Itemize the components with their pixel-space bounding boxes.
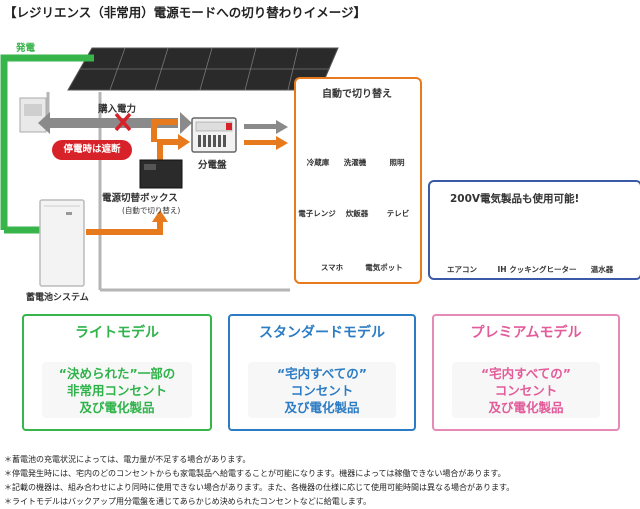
model-line: コンセント [494, 382, 558, 398]
battery-system-label: 蓄電池システム [26, 293, 89, 303]
standard-model-card: スタンダードモデル “宅内すべての” コンセント 及び電化製品 [228, 314, 416, 431]
switch-box-label: 電源切替ボックス [102, 193, 178, 204]
model-line: 及び電化製品 [488, 399, 564, 415]
purchased-power-arrow [38, 112, 192, 134]
model-description: “宅内すべての” コンセント 及び電化製品 [248, 362, 396, 418]
v200-heading: 200V電気製品も使用可能! [450, 193, 580, 205]
appliance-label: スマホ [320, 263, 344, 272]
model-line: 非常用コンセント [66, 382, 167, 398]
model-title: スタンダードモデル [259, 325, 385, 341]
light-model-card: ライトモデル “決められた”一部の 非常用コンセント 及び電化製品 [22, 314, 212, 431]
footnote: ＊記載の機器は、組み合わせにより同時に使用できない場合があります。また、各機器の… [4, 483, 515, 492]
model-line: “宅内すべての” [480, 365, 572, 381]
v200-panel [428, 180, 640, 280]
footnote: ＊ライトモデルはバックアップ用分電盤を通じてあらかじめ決められたコンセントなどに… [4, 497, 371, 506]
appliance-label: IH クッキングヒーター [497, 265, 577, 274]
switch-box-sublabel: (自動で切り替え) [122, 206, 181, 215]
auto-switch-panel [294, 77, 422, 284]
battery-feed-line [86, 220, 163, 235]
footnote: ＊蓄電池の充電状況によっては、電力量が不足する場合があります。 [4, 455, 251, 464]
model-description: “決められた”一部の 非常用コンセント 及び電化製品 [42, 362, 192, 418]
appliance-label: 洗濯機 [343, 158, 367, 167]
appliance-label: エアコン [447, 265, 477, 274]
model-line: 及び電化製品 [79, 399, 155, 415]
model-line: 及び電化製品 [284, 399, 360, 415]
page-title: 【レジリエンス（非常用）電源モードへの切り替わりイメージ】 [4, 5, 367, 20]
board-output-arrows [244, 120, 288, 150]
footnotes: ＊蓄電池の充電状況によっては、電力量が不足する場合があります。 ＊停電発生時には… [4, 453, 636, 509]
solar-panel [67, 47, 339, 91]
cut-cross-icon [114, 112, 132, 132]
appliance-label: 冷蔵庫 [306, 158, 330, 167]
appliance-label: 電気ポット [365, 263, 403, 272]
footnote: ＊停電発生時には、宅内のどのコンセントからも家電製品へ給電することが可能になりま… [4, 469, 506, 478]
purchased-power-label: 購入電力 [98, 104, 137, 115]
switch-box-icon [139, 159, 183, 189]
model-line: “決められた”一部の [58, 365, 176, 381]
model-line: “宅内すべての” [276, 365, 368, 381]
model-title: ライトモデル [75, 325, 159, 341]
generation-label: 発電 [16, 43, 36, 54]
model-title: プレミアムモデル [470, 325, 582, 341]
appliance-label: テレビ [386, 209, 410, 218]
appliance-label: 温水器 [590, 265, 614, 274]
premium-model-card: プレミアムモデル “宅内すべての” コンセント 及び電化製品 [432, 314, 620, 431]
appliance-label: 炊飯器 [345, 209, 369, 218]
appliance-label: 電子レンジ [298, 209, 336, 218]
distribution-board-label: 分電盤 [198, 160, 227, 171]
battery-system-icon [39, 199, 85, 287]
model-line: コンセント [290, 382, 354, 398]
meter-box [19, 97, 47, 133]
orange-feed-line [151, 119, 178, 160]
generation-line [0, 54, 94, 234]
appliance-label: 照明 [389, 158, 405, 167]
blackout-badge: 停電時は遮断 [52, 140, 132, 160]
model-description: “宅内すべての” コンセント 及び電化製品 [452, 362, 600, 418]
distribution-board-icon [191, 117, 237, 153]
auto-switch-heading: 自動で切り替え [322, 89, 392, 100]
